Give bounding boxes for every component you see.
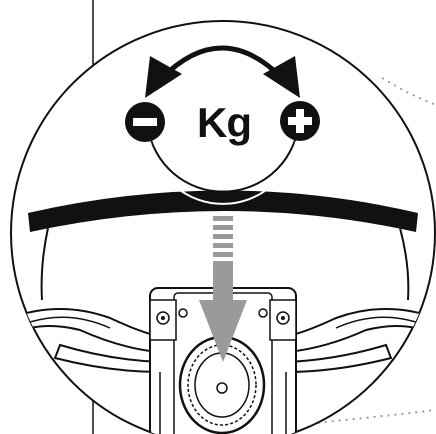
dotted-leader-bottom — [261, 409, 436, 429]
curved-double-arrow-icon — [145, 45, 300, 98]
down-arrow-icon — [199, 216, 247, 362]
left-handle-inner — [29, 316, 111, 329]
magnified-content — [11, 190, 435, 434]
bolt-left-inner — [178, 308, 188, 318]
bolt-right-outer-center — [281, 316, 285, 320]
seat-left-side — [40, 227, 49, 301]
backrest-band — [28, 190, 418, 232]
unit-label: Kg — [197, 99, 251, 146]
seat-right-side — [399, 227, 410, 301]
bolt-left-outer-center — [161, 316, 165, 320]
right-bracket — [269, 299, 297, 341]
right-handle-inner — [335, 316, 417, 329]
bolt-right-inner — [258, 308, 268, 318]
dial-ring — [147, 127, 299, 193]
minus-circle-icon — [125, 102, 165, 142]
plus-circle-icon — [280, 101, 320, 141]
dial-ring-gap — [149, 141, 297, 205]
